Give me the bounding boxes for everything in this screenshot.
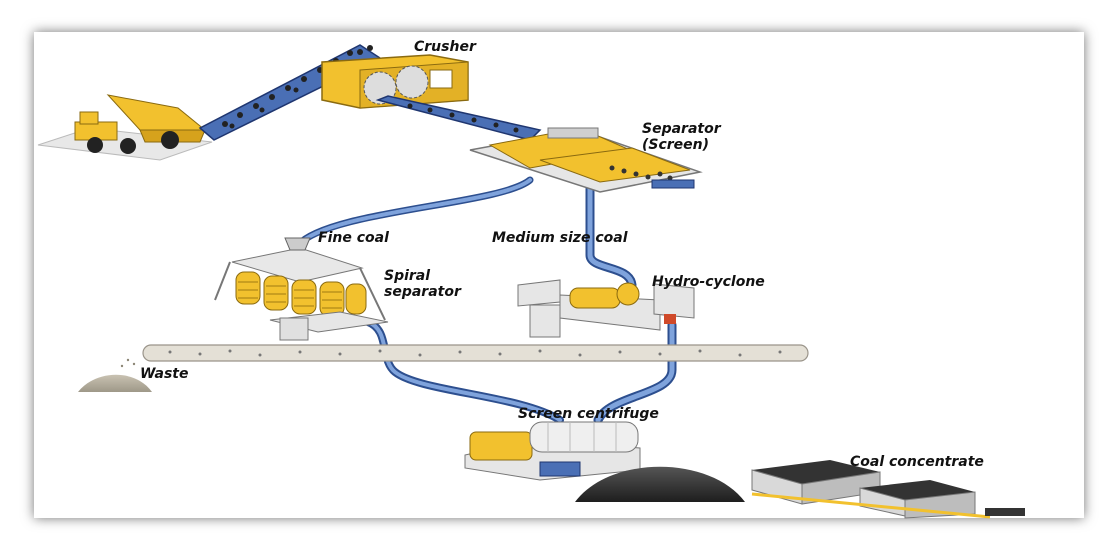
label-fine-coal: Fine coal <box>318 230 389 246</box>
pipe-network <box>294 176 677 425</box>
waste-conveyor <box>142 344 809 362</box>
spiral-separator-machine <box>214 237 389 341</box>
label-spiral-separator: separator <box>384 284 462 300</box>
waste-pile <box>78 374 152 392</box>
dump-truck <box>37 94 213 161</box>
label-screen-centrifuge: Screen centrifuge <box>518 406 659 422</box>
waste-falling-particles <box>120 358 136 368</box>
label-separator: Separator <box>642 121 722 137</box>
crusher-to-separator-conveyor <box>375 95 542 141</box>
hydro-cyclone-machine <box>517 279 695 338</box>
label-medium-size-coal: Medium size coal <box>492 230 628 246</box>
rail-cars <box>751 460 1025 519</box>
label-spiral: Spiral <box>384 268 430 284</box>
label-hydro-cyclone: Hydro-cyclone <box>652 274 765 290</box>
label-crusher: Crusher <box>414 39 477 55</box>
diagram-labels: Crusher Separator (Screen) Fine coal Med… <box>140 39 984 470</box>
label-separator-screen: (Screen) <box>642 137 709 153</box>
label-coal-concentrate: Coal concentrate <box>850 454 984 470</box>
coal-pile <box>575 466 745 502</box>
label-waste: Waste <box>140 366 188 382</box>
screen-centrifuge-machine <box>464 421 641 481</box>
separator-screen-machine <box>469 127 703 193</box>
